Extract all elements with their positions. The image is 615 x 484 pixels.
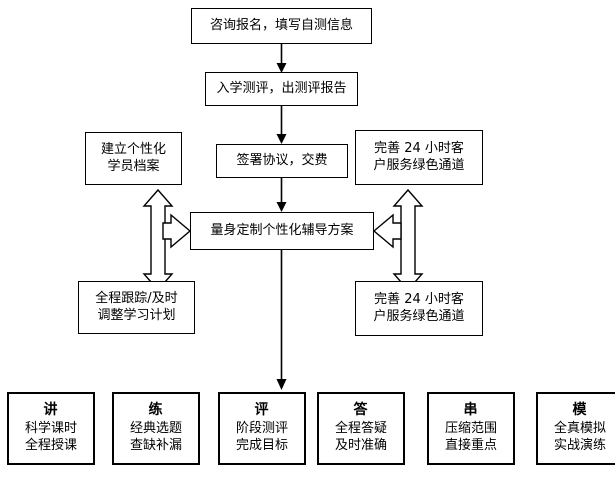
method-box-da-head: 答	[353, 402, 369, 419]
method-box-lian-line1: 经典选题	[129, 421, 182, 437]
method-box-jiang-line1: 科学课时	[24, 421, 77, 437]
node-service-channel-top[interactable]: 完善 24 小时客 户服务绿色通道	[355, 130, 483, 185]
connector-assessment-to-contract	[276, 106, 287, 144]
node-plan[interactable]: 量身定制个性化辅导方案	[190, 212, 374, 250]
node-service-channel-bottom[interactable]: 完善 24 小时客 户服务绿色通道	[355, 281, 483, 336]
node-contract-text: 签署协议，交费	[236, 152, 328, 168]
connector-consult-to-assessment	[276, 44, 287, 73]
node-assessment[interactable]: 入学测评，出测评报告	[205, 72, 358, 106]
node-consult[interactable]: 咨询报名，填写自测信息	[191, 8, 372, 44]
method-box-chuan[interactable]: 串 压缩范围 直接重点	[427, 392, 515, 465]
method-box-jiang[interactable]: 讲 科学课时 全程授课	[7, 392, 95, 465]
connector-right-vertical-double-arrow	[392, 188, 424, 292]
method-box-jiang-line2: 全程授课	[24, 437, 77, 453]
node-assessment-text: 入学测评，出测评报告	[216, 80, 347, 96]
method-box-jiang-head: 讲	[43, 402, 59, 419]
connector-right-to-plan-arrow	[372, 213, 402, 249]
method-box-chuan-head: 串	[463, 402, 479, 419]
node-plan-text: 量身定制个性化辅导方案	[210, 222, 354, 238]
method-box-chuan-line1: 压缩范围	[444, 421, 497, 437]
node-service-channel-bottom-line1: 完善 24 小时客	[374, 291, 464, 307]
connector-plan-to-methods	[276, 250, 287, 390]
node-service-channel-bottom-line2: 户服务绿色通道	[373, 308, 465, 324]
node-progress-tracking-line1: 全程跟踪/及时	[95, 290, 178, 306]
connector-left-to-plan-arrow	[162, 213, 192, 249]
node-student-profile-line2: 学员档案	[107, 158, 160, 174]
node-student-profile[interactable]: 建立个性化 学员档案	[85, 132, 182, 185]
method-box-lian-head: 练	[148, 402, 164, 419]
node-student-profile-line1: 建立个性化	[100, 141, 166, 157]
method-box-mo-line2: 实战演练	[553, 437, 606, 453]
method-box-da[interactable]: 答 全程答疑 及时准确	[317, 392, 405, 465]
node-progress-tracking[interactable]: 全程跟踪/及时 调整学习计划	[78, 281, 195, 334]
method-box-mo-line1: 全真模拟	[553, 421, 606, 437]
method-box-ping-head: 评	[254, 402, 270, 419]
method-box-lian[interactable]: 练 经典选题 查缺补漏	[112, 392, 200, 465]
connector-left-vertical-double-arrow	[142, 188, 174, 292]
method-box-da-line1: 全程答疑	[334, 421, 387, 437]
method-box-chuan-line2: 直接重点	[444, 437, 497, 453]
connector-contract-to-plan	[276, 178, 287, 212]
method-box-mo-head: 模	[572, 402, 588, 419]
method-box-da-line2: 及时准确	[334, 437, 387, 453]
method-box-ping-line2: 完成目标	[235, 437, 288, 453]
method-box-ping[interactable]: 评 阶段测评 完成目标	[218, 392, 306, 465]
method-box-mo[interactable]: 模 全真模拟 实战演练	[536, 392, 615, 465]
method-box-ping-line1: 阶段测评	[235, 421, 288, 437]
node-service-channel-top-line1: 完善 24 小时客	[374, 140, 464, 156]
node-consult-text: 咨询报名，填写自测信息	[209, 17, 353, 33]
node-contract[interactable]: 签署协议，交费	[216, 144, 348, 178]
node-service-channel-top-line2: 户服务绿色通道	[373, 157, 465, 173]
method-box-lian-line2: 查缺补漏	[129, 437, 182, 453]
node-progress-tracking-line2: 调整学习计划	[97, 307, 176, 323]
